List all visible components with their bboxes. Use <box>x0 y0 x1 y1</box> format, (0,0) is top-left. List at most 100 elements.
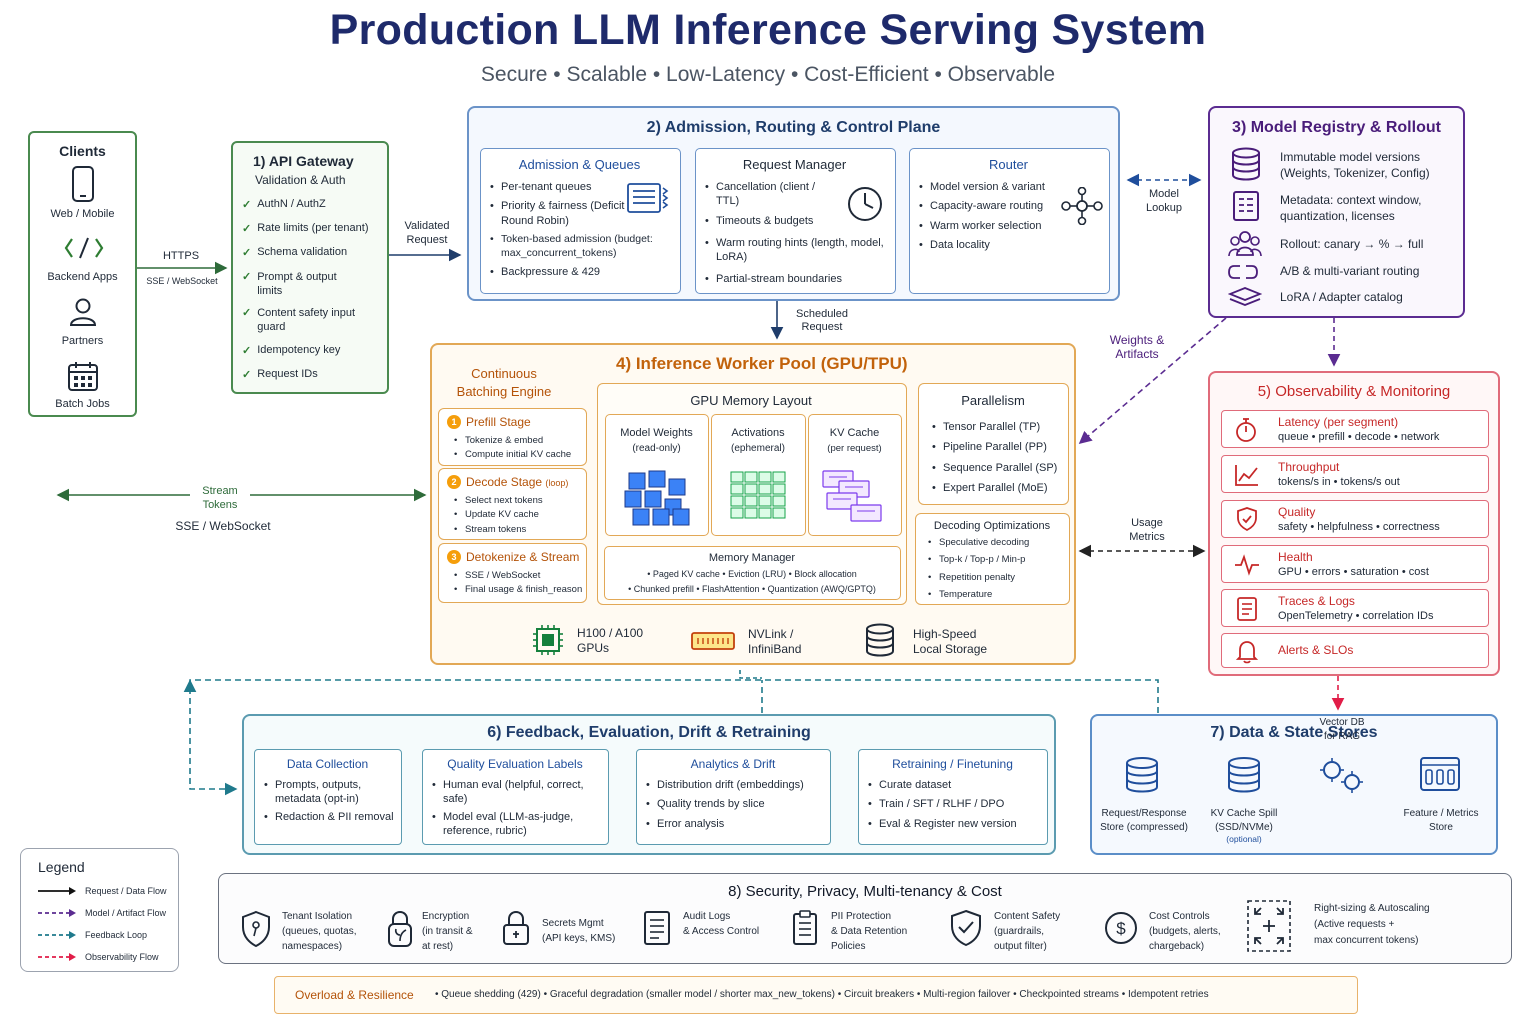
memory-manager-line2: • Chunked prefill • FlashAttention • Qua… <box>628 584 876 594</box>
metrics-store-icon <box>1420 757 1460 791</box>
activations-sub: (ephemeral) <box>731 443 785 454</box>
interconnect-icon <box>691 632 735 650</box>
stage-number-badge: 1 <box>447 415 461 429</box>
padlock-icon <box>503 910 529 945</box>
scheduled-request-label: Scheduled Request <box>796 308 848 334</box>
parallelism-card: Parallelism Tensor Parallel (TP) Pipelin… <box>918 383 1069 505</box>
sec-content-safety: Content Safety(guardrails,output filter) <box>994 911 1061 952</box>
queue-list-icon <box>627 183 669 213</box>
gateway-item: ✓Rate limits (per tenant) <box>242 222 387 246</box>
database-icon <box>1228 757 1260 793</box>
gpu-chip-icon <box>533 625 563 655</box>
eval-labels-title: Quality Evaluation Labels <box>447 757 583 771</box>
database-icon <box>1126 757 1158 793</box>
router-list: Model version & variant Capacity-aware r… <box>919 180 1099 257</box>
parallelism-title: Parallelism <box>961 393 1025 408</box>
bell-icon <box>1236 641 1258 664</box>
clients-panel: Clients Web / Mobile Backend Apps Partne… <box>28 131 137 417</box>
legend-arrow-request <box>38 887 76 895</box>
obs-health-sub: GPU • errors • saturation • cost <box>1278 566 1429 578</box>
worker-pool-panel: 4) Inference Worker Pool (GPU/TPU) Conti… <box>430 343 1076 665</box>
worker-pool-title: 4) Inference Worker Pool (GPU/TPU) <box>616 354 908 373</box>
legend-label-observability: Observability Flow <box>85 952 159 962</box>
observability-panel: 5) Observability & Monitoring Latency (p… <box>1208 371 1500 676</box>
obs-throughput-card: Throughput tokens/s in • tokens/s out <box>1221 455 1489 493</box>
gateway-title: 1) API Gateway <box>253 153 354 169</box>
check-icon: ✓ <box>242 199 252 211</box>
retraining-list: Curate dataset Train / SFT / RLHF / DPO … <box>868 778 1043 836</box>
storage-icon <box>866 623 894 657</box>
calendar-icon <box>68 362 98 391</box>
client-partners: Partners <box>61 335 104 347</box>
parallelism-list: Tensor Parallel (TP) Pipeline Parallel (… <box>932 420 1057 500</box>
client-batch-jobs: Batch Jobs <box>55 398 110 410</box>
legend-arrow-observability <box>38 953 76 961</box>
sec-audit-logs: Audit Logs& Access Control <box>683 911 760 937</box>
resilience-bar: Overload & Resilience • Queue shedding (… <box>274 976 1358 1014</box>
gateway-list: ✓AuthN / AuthZ ✓Rate limits (per tenant)… <box>242 198 387 392</box>
registry-item-lora: LoRA / Adapter catalog <box>1280 290 1403 304</box>
clients-title: Clients <box>59 143 106 159</box>
https-sub-label: SSE / WebSocket <box>146 276 218 286</box>
check-icon: ✓ <box>242 223 252 235</box>
sec-autoscaling: Right-sizing & Autoscaling(Active reques… <box>1314 903 1430 946</box>
resilience-text: • Queue shedding (429) • Graceful degrad… <box>435 989 1209 1000</box>
obs-latency-card: Latency (per segment) queue • prefill • … <box>1221 410 1489 448</box>
gateway-item: ✓Prompt & output limits <box>242 270 387 306</box>
feedback-retraining-card: Retraining / Finetuning Curate dataset T… <box>858 749 1048 845</box>
obs-throughput-title: Throughput <box>1278 460 1340 474</box>
api-gateway-panel: 1) API Gateway Validation & Auth ✓AuthN … <box>231 141 389 394</box>
check-icon: ✓ <box>242 345 252 357</box>
data-collection-list: Prompts, outputs, metadata (opt-in) Reda… <box>264 778 394 829</box>
kv-cache-title: KV Cache <box>829 427 880 439</box>
obs-traces-sub: OpenTelemetry • correlation IDs <box>1278 610 1434 622</box>
https-label: HTTPS <box>162 250 200 262</box>
shield-key-icon <box>242 910 270 948</box>
feedback-analytics-card: Analytics & Drift Distribution drift (em… <box>636 749 831 845</box>
kv-cache-sub: (per request) <box>827 443 882 454</box>
obs-latency-title: Latency (per segment) <box>1278 415 1399 429</box>
obs-health-card: Health GPU • errors • saturation • cost <box>1221 545 1489 583</box>
client-web-mobile: Web / Mobile <box>50 208 115 220</box>
obs-traces-title: Traces & Logs <box>1278 594 1355 608</box>
obs-quality-title: Quality <box>1278 505 1316 519</box>
hardware-interconnect-label: NVLink /InfiniBand <box>748 627 802 656</box>
check-icon: ✓ <box>242 271 252 283</box>
request-manager-list: Cancellation (client / TTL) Timeouts & b… <box>705 180 885 292</box>
sec-tenant-isolation: Tenant Isolation(queues, quotas,namespac… <box>282 911 357 952</box>
database-icon <box>1232 147 1260 181</box>
kv-cache-cell: KV Cache (per request) <box>808 414 902 536</box>
memory-layout-title: GPU Memory Layout <box>690 393 812 408</box>
admission-queues-card: Admission & Queues Per-tenant queues Pri… <box>480 148 681 294</box>
detokenize-stage-card: 3 Detokenize & Stream SSE / WebSocket Fi… <box>438 543 587 603</box>
stage-number-badge: 3 <box>447 550 461 564</box>
prefill-stage-title: Prefill Stage <box>466 415 531 429</box>
model-registry-panel: 3) Model Registry & Rollout Immutable mo… <box>1208 106 1465 318</box>
document-icon <box>1233 191 1259 221</box>
svg-text:$: $ <box>1116 919 1126 938</box>
stream-sub-label: SSE / WebSocket <box>175 519 271 533</box>
trend-chart-icon <box>1235 465 1258 486</box>
split-icon <box>1228 265 1258 279</box>
registry-item-ab: A/B & multi-variant routing <box>1280 264 1420 278</box>
memory-manager-title: Memory Manager <box>708 552 796 564</box>
admission-queues-title: Admission & Queues <box>518 157 641 172</box>
weights-artifacts-label: Weights & Artifacts <box>1109 333 1165 362</box>
users-icon <box>1228 231 1262 257</box>
obs-throughput-sub: tokens/s in • tokens/s out <box>1278 476 1400 488</box>
stage-number-badge: 2 <box>447 475 461 489</box>
registry-item-metadata: Metadata: context window, quantization, … <box>1280 193 1422 223</box>
decode-stage-list: Select next tokens Update KV cache Strea… <box>454 495 543 541</box>
retraining-title: Retraining / Finetuning <box>892 757 1013 771</box>
model-weights-sub: (read-only) <box>632 443 681 454</box>
clock-icon <box>848 187 882 221</box>
admission-title: 2) Admission, Routing & Control Plane <box>646 119 941 136</box>
legend-arrow-model <box>38 909 76 917</box>
